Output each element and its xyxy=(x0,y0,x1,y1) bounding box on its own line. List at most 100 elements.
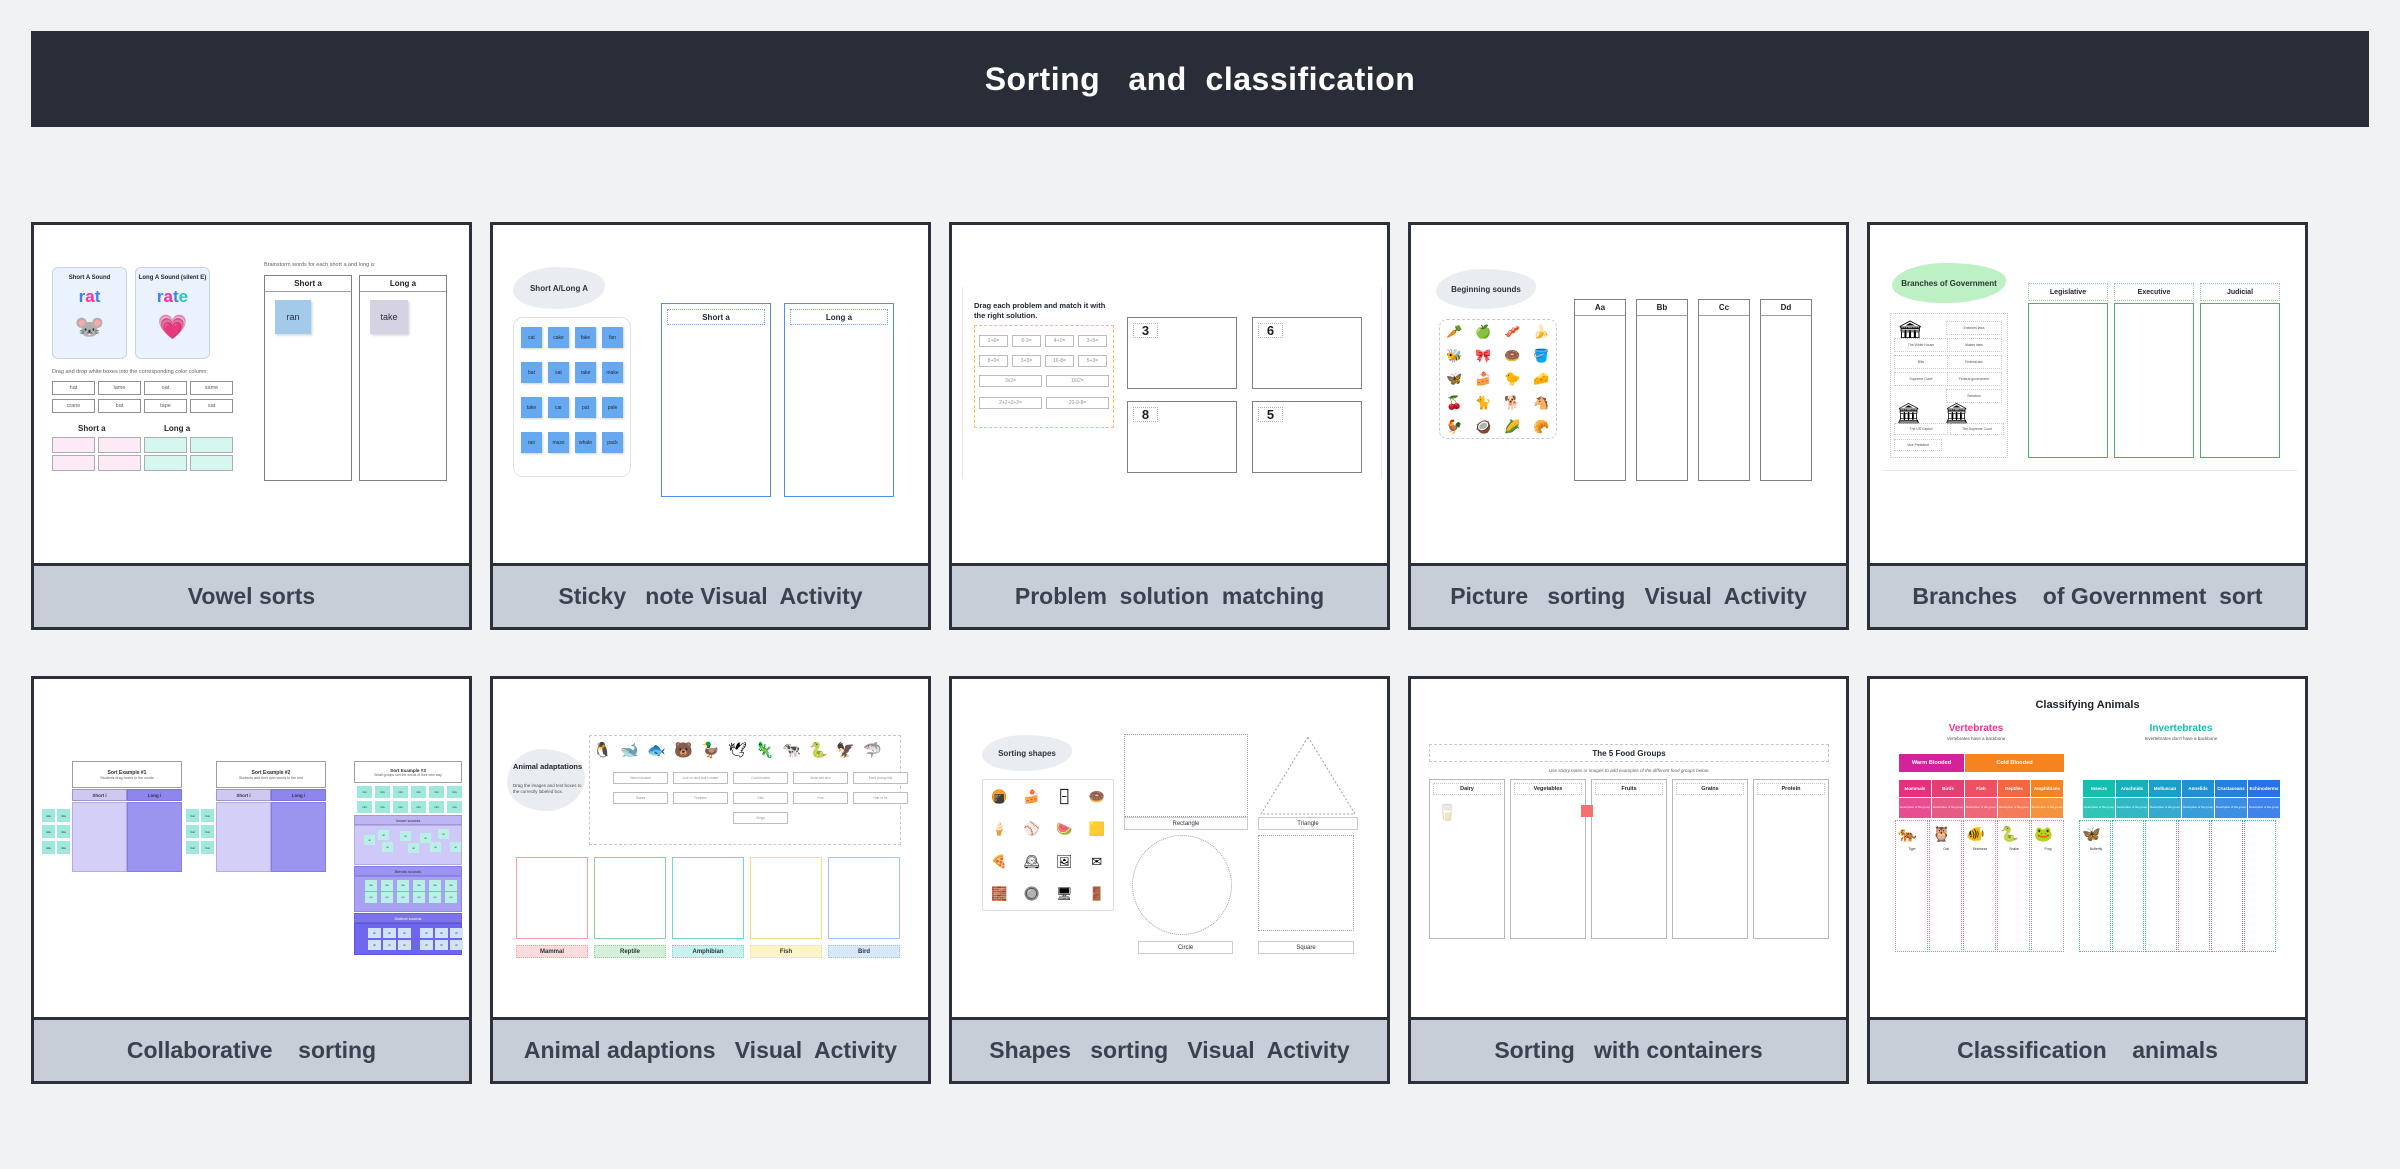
picture-item[interactable]: 🐴 xyxy=(1533,395,1550,411)
sticky-note[interactable]: mix xyxy=(357,801,372,813)
sticky-note[interactable]: sh xyxy=(383,928,396,938)
sticky-note[interactable]: mass xyxy=(548,432,569,453)
zone-circle[interactable] xyxy=(1132,835,1232,935)
vertebrate-group-pill[interactable]: Birds xyxy=(1932,780,1964,797)
sticky-note[interactable]: ow xyxy=(429,880,441,891)
animal-icon[interactable]: 🦅 xyxy=(836,742,855,759)
picture-item[interactable]: 🍘 xyxy=(991,788,1008,804)
problem-tile[interactable]: 16-8= xyxy=(1045,355,1074,367)
sticky-note[interactable]: ow xyxy=(365,880,377,891)
food-group-column[interactable] xyxy=(1429,779,1505,939)
sticky-note[interactable]: ou xyxy=(397,892,409,903)
trait-tile[interactable]: Wings xyxy=(733,812,788,824)
picture-item[interactable]: 🕰 xyxy=(1023,853,1040,869)
board-1-drop-long[interactable] xyxy=(127,802,182,872)
gov-text-tile[interactable]: The US Capitol xyxy=(1894,423,1948,435)
sticky-note[interactable]: mix xyxy=(411,801,426,813)
sticky-note[interactable]: ai xyxy=(382,842,393,852)
gov-text-tile[interactable]: Federal government xyxy=(1946,372,2002,386)
picture-item[interactable]: 🐤 xyxy=(1504,371,1521,387)
item-bank[interactable] xyxy=(589,735,901,845)
sticky-note[interactable]: sh xyxy=(368,928,381,938)
picture-item[interactable]: 🐈 xyxy=(1475,395,1492,411)
invertebrate-group-pill[interactable]: Molluscan xyxy=(2149,780,2181,797)
invertebrate-drop-column[interactable] xyxy=(2178,820,2210,952)
word-tile[interactable]: same xyxy=(190,381,233,395)
sticky-note[interactable]: hat xyxy=(201,825,214,838)
problem-tile[interactable]: 16/2= xyxy=(1046,375,1109,387)
problem-tile[interactable]: 2+2+2+2= xyxy=(979,397,1042,409)
picture-item[interactable]: 🍰 xyxy=(1475,371,1492,387)
gov-text-tile[interactable]: Vice President xyxy=(1894,439,1942,451)
sticky-note[interactable]: rake xyxy=(575,362,596,383)
trait-tile[interactable]: Warm blooded xyxy=(613,772,668,784)
sticky-note[interactable]: ride xyxy=(57,809,70,822)
sticky-note[interactable]: hat xyxy=(201,809,214,822)
picture-item[interactable]: 🦋 xyxy=(1446,371,1463,387)
picture-item[interactable]: 🍰 xyxy=(1023,788,1040,804)
sticky-note[interactable]: hat xyxy=(186,809,199,822)
invertebrate-group-pill[interactable]: Arachnids xyxy=(2116,780,2148,797)
gov-text-tile[interactable]: The Supreme Court xyxy=(1950,423,2004,435)
sticky-note[interactable]: ai xyxy=(408,843,419,853)
word-tile[interactable]: bat xyxy=(98,399,141,413)
card-picture-sorting[interactable]: Beginning sounds 🥕🍏🥓🍌🐝🎀🍩🪣🦋🍰🐤🧀🍒🐈🐕🐴🐓🥥🌽🥐 Aa… xyxy=(1408,222,1849,630)
picture-item[interactable]: 🖼 xyxy=(1055,853,1073,869)
solution-box[interactable]: 6 xyxy=(1252,317,1362,389)
card-classification-animals[interactable]: Classifying Animals Vertebrates Vertebra… xyxy=(1867,676,2308,1084)
sticky-note[interactable]: mix xyxy=(447,801,462,813)
invertebrate-group-pill[interactable]: Echinoderms xyxy=(2248,780,2280,797)
sticky-note[interactable]: ch xyxy=(450,940,463,950)
picture-item[interactable]: 🎀 xyxy=(1475,347,1492,363)
vertebrate-group-pill[interactable]: Amphibians xyxy=(2031,780,2063,797)
sticky-note[interactable]: ch xyxy=(450,928,463,938)
trait-tile[interactable]: Gills xyxy=(733,792,788,804)
sticky-note[interactable]: mix xyxy=(429,786,444,798)
zone-rectangle[interactable] xyxy=(1124,734,1248,817)
problem-tile[interactable]: 6-3= xyxy=(1012,335,1041,347)
picture-item[interactable]: 🐝 xyxy=(1446,347,1463,363)
animal-icon[interactable]: 🦆 xyxy=(701,742,720,759)
word-tile[interactable]: crane xyxy=(52,399,95,413)
sticky-note[interactable]: ou xyxy=(413,892,425,903)
card-animal-adaptations[interactable]: Animal adaptations Drag the images and t… xyxy=(490,676,931,1084)
invertebrate-drop-column[interactable] xyxy=(2211,820,2243,952)
picture-item[interactable]: ✉ xyxy=(1091,853,1103,869)
trait-tile[interactable]: Live on land and in water xyxy=(673,772,728,784)
short-a-slot[interactable] xyxy=(98,437,141,453)
sticky-note[interactable]: car xyxy=(548,397,569,418)
vertebrate-group-pill[interactable]: Reptiles xyxy=(1998,780,2030,797)
sample-animal-icon[interactable]: 🐍 xyxy=(2000,826,2019,843)
food-group-column[interactable] xyxy=(1591,779,1667,939)
board-1-drop-short[interactable] xyxy=(72,802,127,872)
drop-zone-short-a[interactable]: Short a xyxy=(661,303,771,497)
sticky-note[interactable]: ch xyxy=(435,928,448,938)
category-drop-box[interactable] xyxy=(828,857,900,939)
sticky-note[interactable]: fan xyxy=(602,327,623,348)
vertebrate-drop-column[interactable] xyxy=(1929,820,1962,952)
sticky-note[interactable]: ai xyxy=(450,842,461,852)
picture-item[interactable]: 🧀 xyxy=(1533,371,1550,387)
animal-icon[interactable]: 🕊 xyxy=(728,742,748,759)
gov-text-tile[interactable]: Makes laws xyxy=(1946,338,2002,352)
category-drop-box[interactable] xyxy=(672,857,744,939)
sticky-note[interactable]: ai xyxy=(420,833,431,843)
sticky-note[interactable]: cat xyxy=(521,327,542,348)
trait-tile[interactable]: Hair or fur xyxy=(853,792,908,804)
picture-item[interactable]: 🥥 xyxy=(1475,418,1492,434)
picture-item[interactable]: 🟨 xyxy=(1088,821,1105,837)
sticky-note[interactable]: sh xyxy=(398,928,411,938)
sticky-note[interactable]: ran xyxy=(521,432,542,453)
sticky-note[interactable]: ow xyxy=(381,880,393,891)
picture-tray[interactable]: 🍘🍰🁣🍩🍦⚾🍉🟨🍕🕰🖼✉🧱🔘🖥🚪 xyxy=(982,779,1114,911)
red-sticky-note[interactable] xyxy=(1581,805,1593,817)
sticky-note[interactable]: sat xyxy=(548,362,569,383)
sticky-note[interactable]: ride xyxy=(57,825,70,838)
picture-item[interactable]: 🥐 xyxy=(1533,418,1550,434)
sticky-note-take[interactable]: take xyxy=(370,300,408,334)
sticky-note[interactable]: ch xyxy=(420,928,433,938)
sticky-note[interactable]: hat xyxy=(186,825,199,838)
picture-item[interactable]: 🚪 xyxy=(1088,886,1105,902)
sticky-note[interactable]: ai xyxy=(364,835,375,845)
card-collaborative-sorting[interactable]: Sort Example #1 Students drag boxes to t… xyxy=(31,676,472,1084)
